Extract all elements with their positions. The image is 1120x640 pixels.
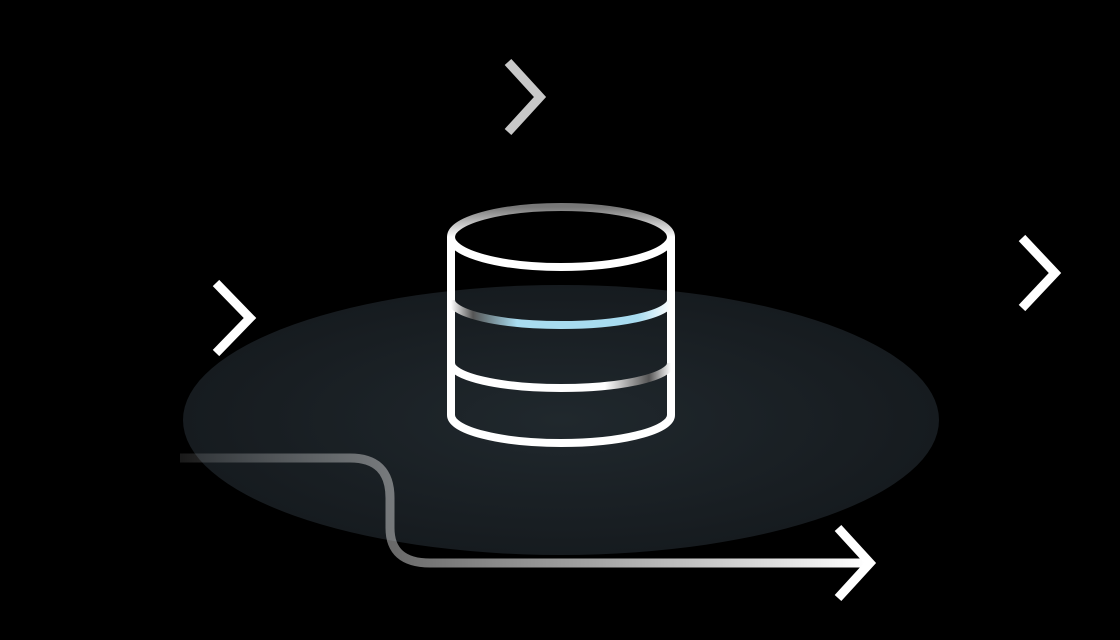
arrow-right-icon — [820, 234, 1062, 312]
arrow-right-icon — [0, 279, 257, 357]
motion-streaks — [0, 58, 1000, 604]
arrow-right-icon — [0, 58, 547, 136]
shadow-ellipse — [183, 285, 939, 555]
arrow-right-icon — [180, 453, 877, 602]
database-icon — [447, 203, 675, 447]
